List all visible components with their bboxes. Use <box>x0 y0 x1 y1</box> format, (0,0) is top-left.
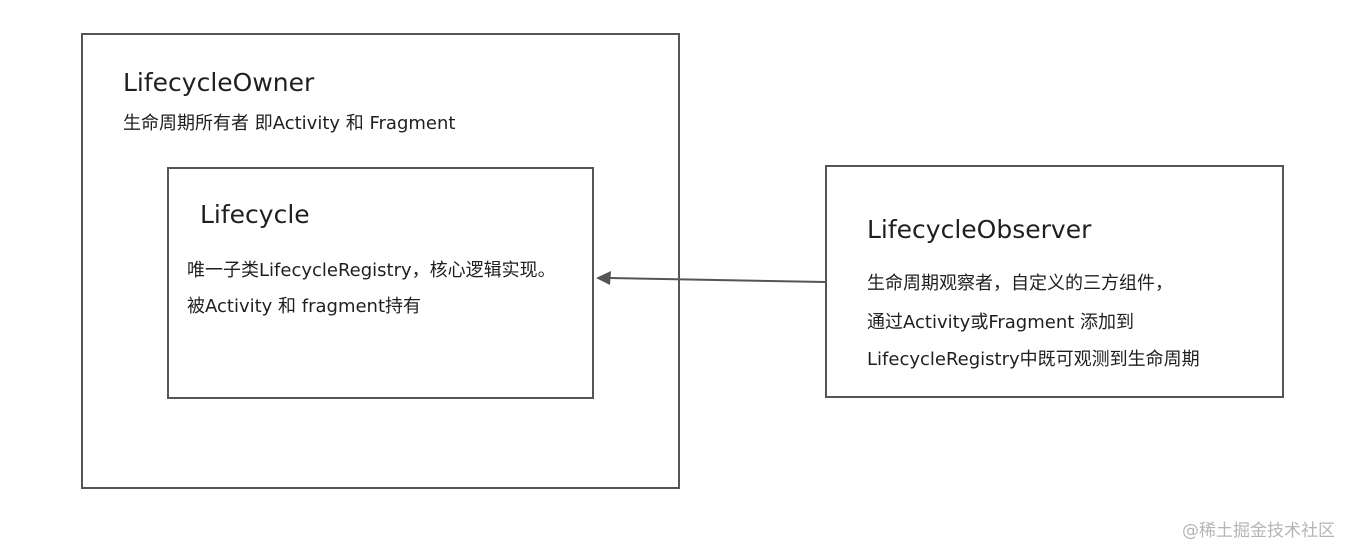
lifecycle-observer-box <box>825 165 1284 398</box>
lifecycle-description-line: 唯一子类LifecycleRegistry，核心逻辑实现。 <box>187 260 556 281</box>
lifecycle-owner-box <box>81 33 680 489</box>
lifecycle-owner-title: LifecycleOwner <box>123 68 315 97</box>
lifecycle-observer-description-line: 生命周期观察者，自定义的三方组件， <box>867 273 1173 294</box>
lifecycle-observer-description-line: LifecycleRegistry中既可观测到生命周期 <box>867 349 1200 370</box>
lifecycle-description-line: 被Activity 和 fragment持有 <box>187 296 422 317</box>
lifecycle-owner-description: 生命周期所有者 即Activity 和 Fragment <box>123 113 456 134</box>
watermark: @稀土掘金技术社区 <box>1182 521 1335 541</box>
lifecycle-box <box>167 167 594 399</box>
lifecycle-observer-description-line: 通过Activity或Fragment 添加到 <box>867 312 1135 333</box>
lifecycle-observer-title: LifecycleObserver <box>867 215 1092 244</box>
lifecycle-title: Lifecycle <box>200 200 310 229</box>
